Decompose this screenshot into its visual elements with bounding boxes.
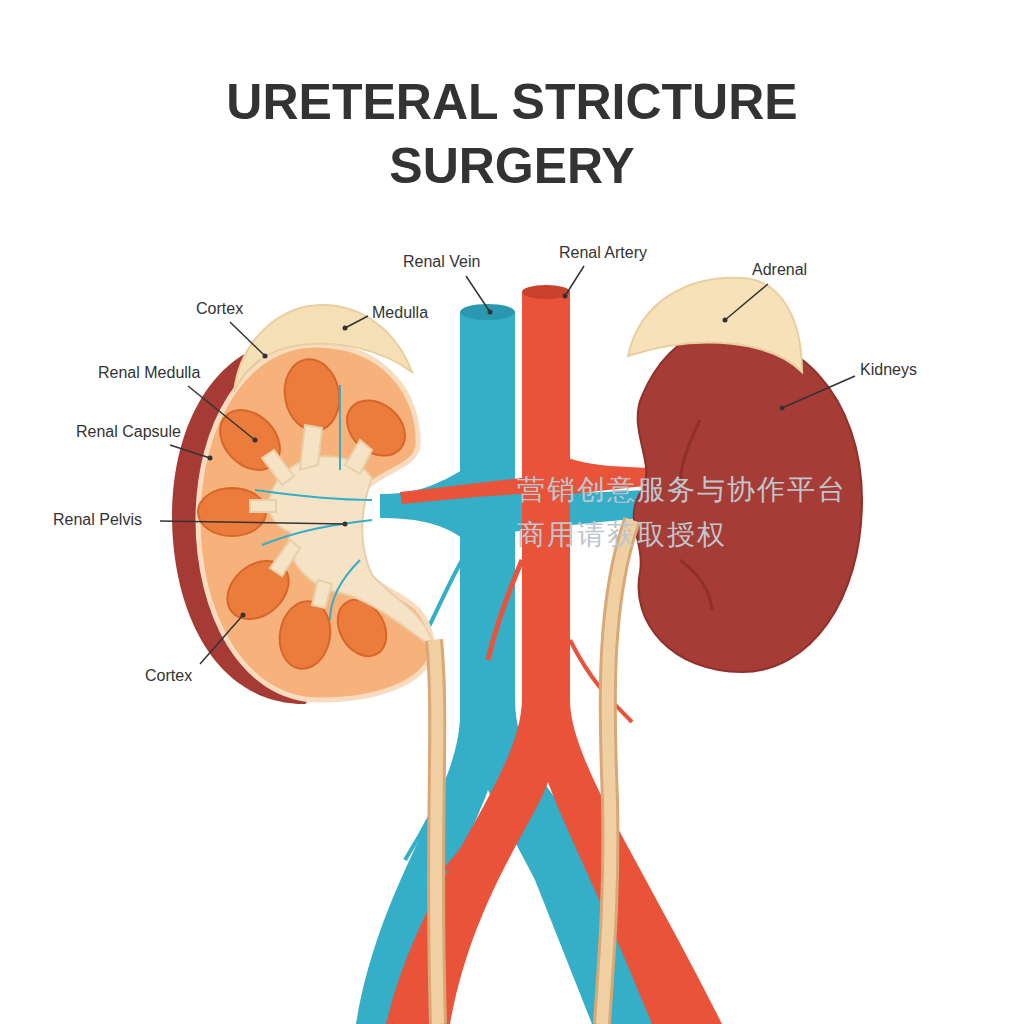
leader-lines	[160, 266, 855, 664]
ureter	[434, 640, 438, 1024]
label: Adrenal	[752, 260, 807, 279]
ureter	[602, 520, 632, 1024]
artery-cap	[522, 285, 570, 299]
vein-cap	[460, 304, 515, 320]
ureter	[602, 520, 632, 1024]
label: Medulla	[372, 303, 428, 322]
calyces	[250, 425, 372, 608]
artery-branch	[445, 760, 528, 870]
label: Renal Capsule	[76, 422, 181, 441]
label: Renal Pelvis	[53, 510, 142, 529]
label: Kidneys	[860, 360, 917, 379]
adrenal-gland	[628, 278, 802, 372]
leader-dots	[208, 294, 785, 618]
label: Cortex	[196, 299, 243, 318]
label: Renal Artery	[559, 243, 647, 262]
artery-branch	[488, 560, 522, 660]
ureter	[434, 640, 438, 1024]
watermark: 商用请获取授权	[517, 518, 727, 552]
renal-pelvis	[269, 456, 440, 652]
renal-vein	[380, 470, 462, 538]
watermark: 营销创意服务与协作平台	[517, 473, 847, 507]
label: Renal Vein	[403, 252, 480, 271]
kidney-vessels	[255, 385, 372, 620]
kidney-crease	[680, 560, 712, 610]
renal-artery	[400, 478, 522, 504]
label: Renal Medulla	[98, 363, 200, 382]
title: URETERAL STRICTURE SURGERY	[152, 70, 872, 198]
label: Cortex	[145, 666, 192, 685]
kidney-crease	[680, 420, 700, 480]
